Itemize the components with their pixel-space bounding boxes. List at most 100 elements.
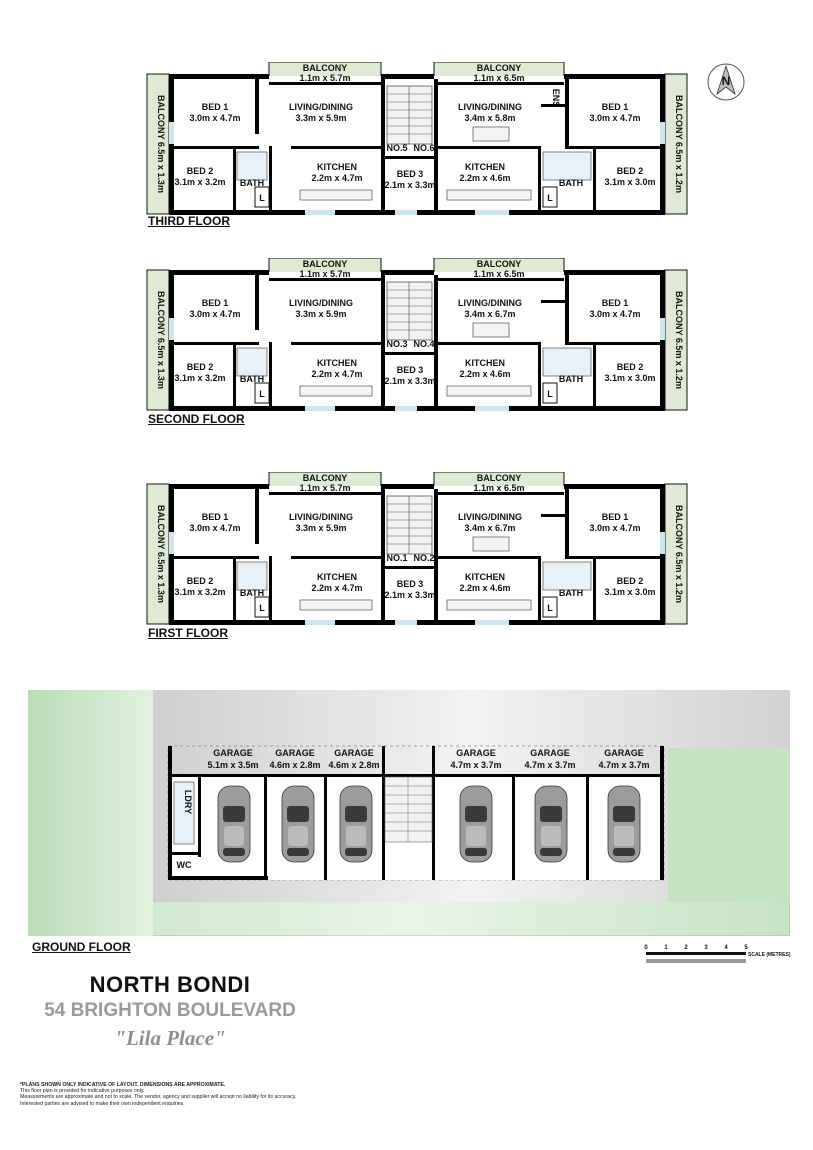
- east-laundry-label: L: [547, 603, 553, 613]
- east-island: [472, 536, 510, 552]
- west-laundry-box: [254, 186, 270, 208]
- east-bed1-label: BED 1: [602, 298, 629, 308]
- disclaimer: *PLANS SHOWN ONLY INDICATIVE OF LAYOUT. …: [20, 1082, 360, 1107]
- east-balcony-label: BALCONY 6.5m x 1.2m: [674, 505, 684, 603]
- west-top-balcony-label: BALCONY: [303, 473, 348, 483]
- east-kitchen-dims: 2.2m x 4.6m: [459, 583, 510, 593]
- east-bath-label: BATH: [559, 374, 583, 384]
- east-kitchen-label: KITCHEN: [465, 162, 505, 172]
- west-laundry-label: L: [259, 603, 265, 613]
- west-bed1-dims: 3.0m x 4.7m: [189, 523, 240, 533]
- north-arrow-icon: N: [707, 63, 745, 101]
- property-title: NORTH BONDI: [89, 972, 251, 997]
- bed3-dims: 2.1m x 3.3m: [384, 376, 435, 386]
- scale-tick-label: 1: [664, 945, 668, 951]
- ground-stair: [384, 776, 433, 843]
- east-living-label: LIVING/DINING: [458, 102, 522, 112]
- east-bath-label: BATH: [559, 178, 583, 188]
- wc-label: WC: [177, 860, 192, 870]
- garage-label: GARAGE: [275, 748, 315, 758]
- east-lawn: [668, 748, 790, 902]
- east-balcony-label: BALCONY 6.5m x 1.2m: [674, 291, 684, 389]
- east-kitchen-label: KITCHEN: [465, 572, 505, 582]
- east-bed2-dims: 3.1m x 3.0m: [604, 587, 655, 597]
- disclaimer-line: Interested parties are advised to make t…: [20, 1100, 185, 1107]
- east-bath-fixture: [542, 151, 592, 181]
- window: [395, 210, 417, 215]
- west-bed1-dims: 3.0m x 4.7m: [189, 113, 240, 123]
- west-living-label: LIVING/DINING: [289, 512, 353, 522]
- west-living-dims: 3.3m x 5.9m: [295, 523, 346, 533]
- east-kitchen-bench: [446, 385, 532, 397]
- stair: [386, 281, 433, 341]
- property-address: 54 BRIGHTON BOULEVARD: [44, 1000, 296, 1021]
- ground-floor-title: GROUND FLOOR: [32, 940, 131, 954]
- east-bed2-label: BED 2: [617, 576, 644, 586]
- west-bed2-label: BED 2: [187, 362, 214, 372]
- second-floor-title: SECOND FLOOR: [148, 412, 245, 426]
- window: [475, 406, 509, 411]
- east-bed1-dims: 3.0m x 4.7m: [589, 523, 640, 533]
- unit-east-label: NO.6: [413, 143, 434, 153]
- east-living-label: LIVING/DINING: [458, 512, 522, 522]
- west-kitchen-bench: [299, 599, 373, 611]
- bed3-dims: 2.1m x 3.3m: [384, 180, 435, 190]
- title-block: NORTH BONDI 54 BRIGHTON BOULEVARD "Lila …: [20, 972, 320, 1051]
- garage-dims: 4.7m x 3.7m: [524, 760, 575, 770]
- window: [475, 620, 509, 625]
- disclaimer-line: This floor plan is provided for indicati…: [20, 1088, 145, 1095]
- east-kitchen-bench: [446, 599, 532, 611]
- east-island: [472, 126, 510, 142]
- east-laundry-box: [542, 382, 558, 404]
- bed3-label: BED 3: [397, 579, 424, 589]
- west-bed2-dims: 3.1m x 3.2m: [174, 177, 225, 187]
- east-bed1-dims: 3.0m x 4.7m: [589, 309, 640, 319]
- east-bed2-label: BED 2: [617, 166, 644, 176]
- car-icon: [459, 785, 493, 863]
- west-kitchen-label: KITCHEN: [317, 358, 357, 368]
- west-top-balcony-dims: 1.1m x 5.7m: [299, 483, 350, 493]
- unit-east-label: NO.2: [413, 553, 434, 563]
- window: [660, 122, 665, 144]
- garage-dims: 4.7m x 3.7m: [450, 760, 501, 770]
- east-bed2-dims: 3.1m x 3.0m: [604, 373, 655, 383]
- property-name: "Lila Place": [114, 1026, 226, 1050]
- garage-label: GARAGE: [334, 748, 374, 758]
- east-living-dims: 3.4m x 5.8m: [464, 113, 515, 123]
- window: [169, 122, 174, 144]
- stair: [386, 495, 433, 555]
- west-bed1-dims: 3.0m x 4.7m: [189, 309, 240, 319]
- east-bed2-dims: 3.1m x 3.0m: [604, 177, 655, 187]
- car-icon: [607, 785, 641, 863]
- bed3-label: BED 3: [397, 169, 424, 179]
- west-bath-label: BATH: [240, 374, 264, 384]
- garage-dims: 4.6m x 2.8m: [328, 760, 379, 770]
- east-bath-fixture: [542, 347, 592, 377]
- scale-tick-label: 2: [684, 945, 688, 951]
- west-bath-label: BATH: [240, 178, 264, 188]
- east-laundry-label: L: [547, 389, 553, 399]
- east-top-balcony-label: BALCONY: [477, 259, 522, 269]
- disclaimer-line: *PLANS SHOWN ONLY INDICATIVE OF LAYOUT. …: [20, 1082, 226, 1088]
- east-top-balcony-dims: 1.1m x 6.5m: [473, 483, 524, 493]
- east-living-dims: 3.4m x 6.7m: [464, 523, 515, 533]
- west-kitchen-dims: 2.2m x 4.7m: [311, 173, 362, 183]
- west-bed2-dims: 3.1m x 3.2m: [174, 587, 225, 597]
- west-kitchen-dims: 2.2m x 4.7m: [311, 583, 362, 593]
- east-bath-fixture: [542, 561, 592, 591]
- east-bed1-label: BED 1: [602, 102, 629, 112]
- west-bed1-label: BED 1: [202, 298, 229, 308]
- first-floor-plan: BALCONY 6.5m x 1.3m BALCONY 1.1m x 5.7m …: [145, 471, 705, 647]
- east-living-label: LIVING/DINING: [458, 298, 522, 308]
- garage-label: GARAGE: [530, 748, 570, 758]
- laundry-label: LDRY: [183, 790, 193, 814]
- west-top-balcony-dims: 1.1m x 5.7m: [299, 73, 350, 83]
- west-laundry-label: L: [259, 193, 265, 203]
- west-laundry-box: [254, 596, 270, 618]
- garage-label: GARAGE: [456, 748, 496, 758]
- east-top-balcony-dims: 1.1m x 6.5m: [473, 269, 524, 279]
- east-laundry-box: [542, 596, 558, 618]
- disclaimer-line: Measurements are approximate and not to …: [20, 1094, 297, 1101]
